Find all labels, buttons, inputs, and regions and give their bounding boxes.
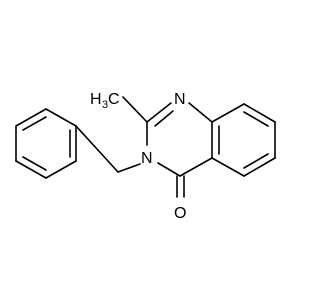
bond [211,157,245,177]
double-bond-inner [243,153,269,169]
bond [117,163,141,173]
double-bond-inner [243,111,269,127]
structure-canvas: H 3 C N N O [15,91,276,222]
double-bond-inner [22,116,47,131]
bond [15,108,47,127]
oxygen-label: O [174,205,186,222]
bond [45,108,77,127]
pyrimidinone-ring [122,96,213,198]
double-bond-inner [154,110,174,127]
bond [122,96,148,123]
molecule-diagram: H 3 C N N O [15,91,276,222]
bond [15,160,47,179]
methyl-label-subscript: 3 [102,99,108,111]
phenyl-ring [15,108,77,179]
benzo-ring [211,103,276,177]
bond [188,102,213,123]
bond [243,157,276,177]
nitrogen-label-1: N [174,91,186,108]
methyl-label-c: C [108,91,120,108]
bond [211,103,245,123]
bond [157,162,181,177]
methyl-label-h: H [90,91,102,108]
bond [45,160,77,179]
double-bond-inner [22,156,47,171]
bond [179,157,213,177]
nitrogen-label-3: N [141,150,153,167]
bond [75,125,119,173]
bond [243,103,276,123]
bond [146,102,172,123]
